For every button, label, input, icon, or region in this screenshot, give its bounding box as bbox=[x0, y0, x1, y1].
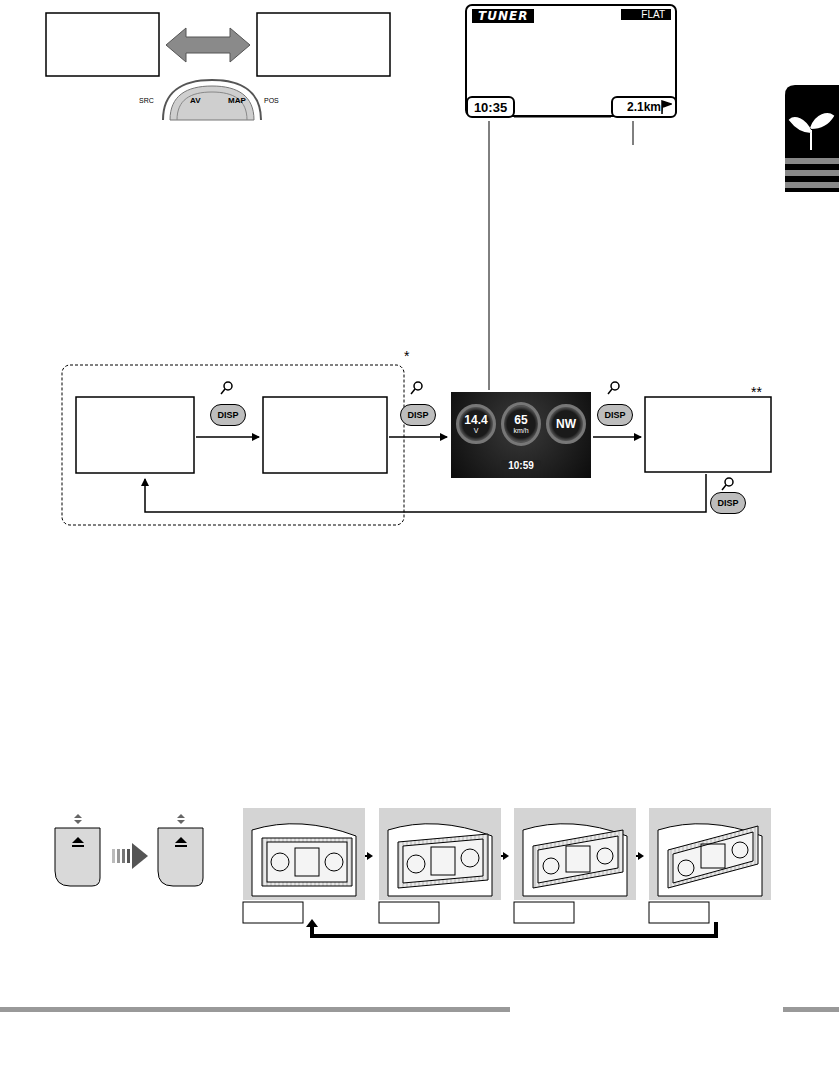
button-text: DISP bbox=[604, 410, 625, 420]
gauge-value: 65 bbox=[514, 414, 527, 427]
footer-bar bbox=[783, 1007, 839, 1012]
magnifier-icon bbox=[221, 382, 733, 490]
screen-box bbox=[76, 397, 194, 473]
clock-box: 10:35 bbox=[466, 96, 515, 118]
double-arrow bbox=[166, 28, 250, 62]
disp-button: DISP bbox=[400, 404, 436, 426]
ring bbox=[170, 86, 254, 120]
footnote-mark: * bbox=[404, 348, 409, 364]
leader-line bbox=[489, 121, 490, 390]
ring bbox=[177, 92, 247, 120]
turn-flag bbox=[660, 100, 672, 114]
footnote-mark: ** bbox=[751, 384, 762, 400]
voltage-gauge: 14.4V bbox=[456, 404, 496, 444]
button-label: MAP bbox=[228, 96, 246, 105]
flow-arrow bbox=[196, 436, 259, 438]
gauge-clock: 10:59 bbox=[501, 460, 541, 471]
tab-bar bbox=[785, 182, 839, 188]
button-label: POS bbox=[264, 97, 279, 104]
ring bbox=[163, 80, 261, 120]
footer-bar bbox=[0, 1007, 510, 1012]
screen-box bbox=[257, 13, 390, 76]
return-arrow bbox=[145, 474, 706, 512]
tab-bar bbox=[785, 158, 839, 164]
button-text: DISP bbox=[217, 410, 238, 420]
disp-button: DISP bbox=[597, 404, 633, 426]
button-text: DISP bbox=[717, 498, 738, 508]
press-arrow bbox=[112, 843, 148, 869]
gauge-value: 14.4 bbox=[464, 414, 487, 427]
distance-text: 2.1km bbox=[627, 100, 661, 114]
gauge-unit: V bbox=[474, 427, 479, 435]
plant-icon bbox=[790, 114, 833, 150]
disp-button: DISP bbox=[710, 492, 746, 514]
dashed-group bbox=[62, 365, 404, 525]
gauge-unit: km/h bbox=[513, 427, 528, 435]
distance-box: 2.1km bbox=[611, 96, 677, 118]
screen-box bbox=[645, 397, 771, 472]
gauge-value: NW bbox=[556, 418, 576, 431]
clock-text: 10:35 bbox=[474, 100, 507, 115]
section-tab bbox=[785, 85, 839, 192]
flow-arrow bbox=[593, 436, 641, 438]
screen-box bbox=[46, 13, 159, 76]
panel-illustrations bbox=[243, 808, 771, 936]
screen-box bbox=[263, 397, 387, 473]
speed-gauge: 65km/h bbox=[501, 402, 541, 446]
display-screen: TUNER FLAT 10:35 2.1km bbox=[465, 4, 677, 117]
eject-button bbox=[158, 828, 203, 886]
disp-button: DISP bbox=[210, 404, 246, 426]
flow-arrow bbox=[389, 436, 447, 438]
eject-button bbox=[55, 828, 100, 886]
button-label: AV bbox=[190, 96, 201, 105]
leader-line bbox=[633, 121, 634, 145]
compass-gauge: NW bbox=[546, 404, 586, 444]
gauge-panel: 10:5914.4V65km/hNW bbox=[451, 392, 591, 478]
source-badge: TUNER bbox=[472, 9, 534, 23]
tab-bar bbox=[785, 170, 839, 176]
eject-symbol bbox=[72, 814, 187, 847]
button-text: DISP bbox=[407, 410, 428, 420]
eq-badge: FLAT bbox=[621, 9, 671, 20]
button-label: SRC bbox=[139, 97, 154, 104]
